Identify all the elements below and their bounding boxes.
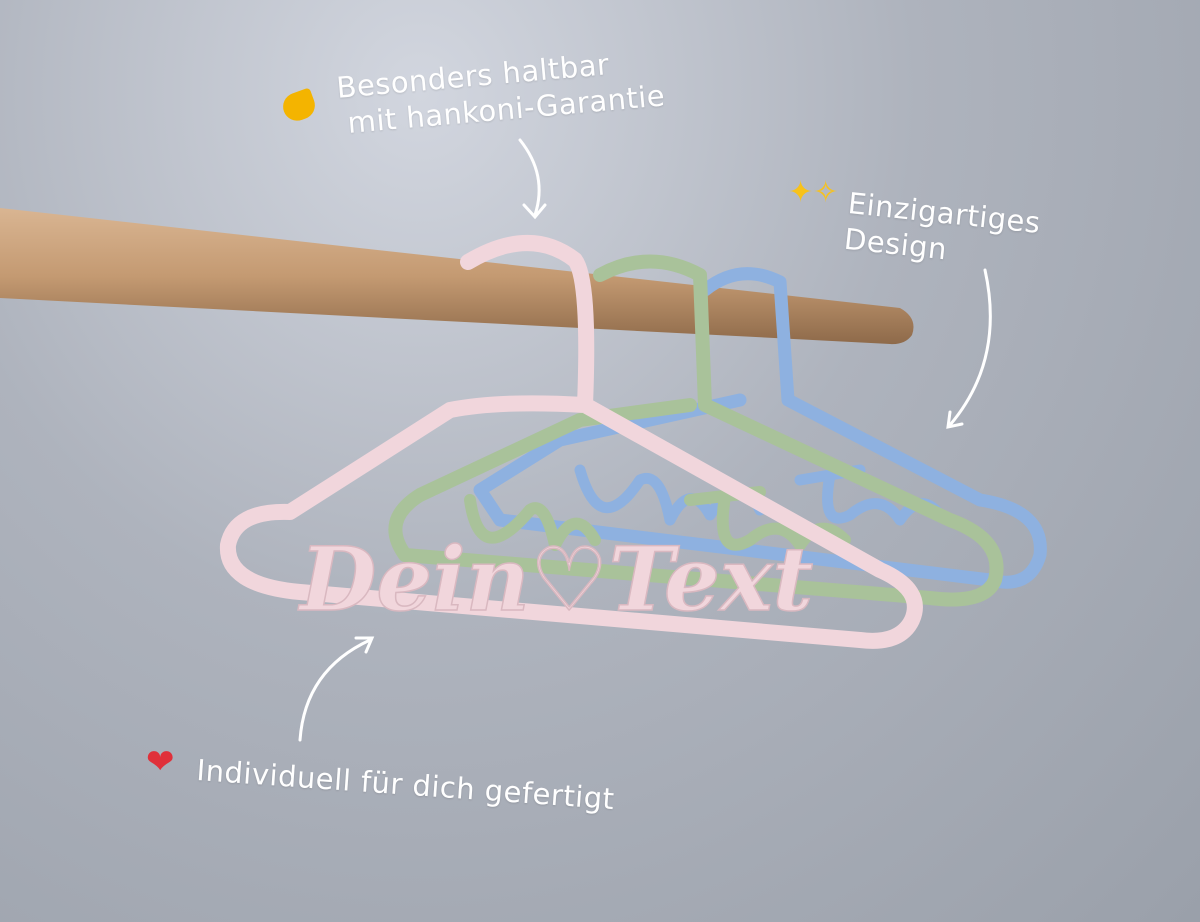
- wooden-rod: [0, 208, 914, 345]
- red-heart-icon: ❤: [146, 742, 175, 782]
- pink-hanger: [219, 235, 923, 649]
- arrow-design: [946, 268, 992, 429]
- sparkles-icon: ✦✧: [788, 175, 839, 210]
- arrow-custom: [298, 636, 375, 742]
- hanger-text-pink: Dein♡Text: [297, 527, 813, 631]
- arrow-durability: [518, 138, 547, 220]
- flexed-biceps-icon: [279, 87, 319, 128]
